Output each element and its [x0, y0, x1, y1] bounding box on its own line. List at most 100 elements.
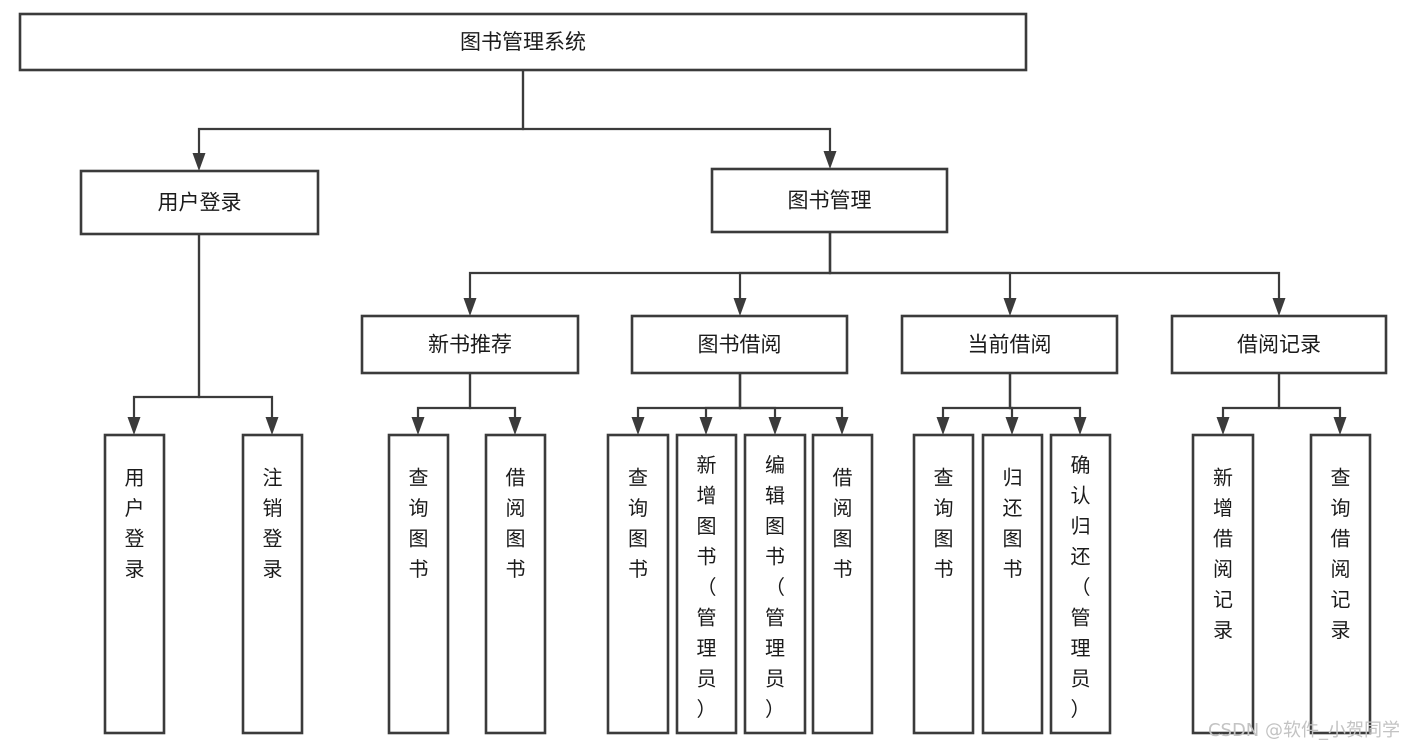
connector-line	[704, 373, 742, 417]
node-leaf-logout[interactable]: 注销登录	[241, 433, 304, 735]
node-label: 图书管理系统	[460, 30, 586, 54]
node-new-book-rec[interactable]: 新书推荐	[360, 314, 580, 375]
node-box[interactable]	[606, 433, 670, 735]
node-leaf-query-record[interactable]: 查询借阅记录	[1309, 433, 1372, 735]
node-label: 图书管理	[788, 189, 872, 213]
node-current-borrow[interactable]: 当前借阅	[900, 314, 1119, 375]
arrow-head-icon	[127, 417, 141, 435]
connector-line	[1008, 373, 1082, 417]
connector-e-nbr-borrow	[468, 373, 522, 435]
node-user-login[interactable]: 用户登录	[79, 169, 320, 236]
node-label: 借阅图书	[833, 465, 853, 581]
arrow-head-icon	[1216, 417, 1230, 435]
node-label: 用户登录	[158, 191, 242, 215]
node-box[interactable]	[743, 433, 807, 735]
arrow-head-icon	[463, 298, 477, 316]
arrow-head-icon	[265, 417, 279, 435]
arrow-head-icon	[411, 417, 425, 435]
node-box[interactable]	[241, 433, 304, 735]
node-leaf-edit-book-admin[interactable]: 编辑图书（管理员）	[743, 433, 807, 735]
connector-e-br-add	[1216, 373, 1281, 435]
node-label: 借阅图书	[506, 465, 526, 581]
connector-e-cb-query	[936, 373, 1012, 435]
node-book-manage[interactable]: 图书管理	[710, 167, 949, 234]
node-label: 查询图书	[934, 465, 954, 581]
node-box[interactable]	[675, 433, 738, 735]
node-box[interactable]	[1191, 433, 1255, 735]
arrow-head-icon	[768, 417, 782, 435]
connector-e-bb-query	[631, 373, 742, 435]
connector-line	[197, 70, 525, 153]
watermark-label: CSDN @软件_小贺同学	[1208, 720, 1400, 741]
connector-e-br-query	[1277, 373, 1347, 435]
connector-line	[738, 373, 844, 417]
node-box[interactable]	[387, 433, 450, 735]
node-book-borrow[interactable]: 图书借阅	[630, 314, 849, 375]
node-root[interactable]: 图书管理系统	[18, 12, 1028, 72]
connector-line	[468, 373, 517, 417]
node-label: 当前借阅	[968, 333, 1052, 357]
node-leaf-query-book-rec[interactable]: 查询图书	[387, 433, 450, 735]
connector-line	[468, 232, 832, 298]
node-leaf-query-book-current[interactable]: 查询图书	[912, 433, 975, 735]
node-box[interactable]	[18, 12, 1028, 72]
arrow-head-icon	[1333, 417, 1347, 435]
node-box[interactable]	[981, 433, 1044, 735]
connector-e-bb-borrow	[738, 373, 849, 435]
node-box[interactable]	[912, 433, 975, 735]
connector-e-root-book-manage	[521, 70, 837, 169]
node-leaf-query-book-borrow[interactable]: 查询图书	[606, 433, 670, 735]
connector-line	[1221, 373, 1281, 417]
node-leaf-return-book[interactable]: 归还图书	[981, 433, 1044, 735]
connector-line	[416, 373, 472, 417]
node-label: 新增图书（管理员）	[697, 452, 717, 720]
connector-e-root-user-login	[192, 70, 525, 171]
arrow-head-icon	[1272, 298, 1286, 316]
node-label: 用户登录	[125, 465, 145, 581]
node-label: 新书推荐	[428, 333, 512, 357]
node-label: 借阅记录	[1237, 333, 1321, 357]
connector-e-cb-confirm	[1008, 373, 1087, 435]
connector-line	[636, 373, 742, 417]
connector-e-nbr-query	[411, 373, 472, 435]
node-layer: 图书管理系统用户登录图书管理新书推荐图书借阅当前借阅借阅记录用户登录注销登录查询…	[18, 12, 1388, 735]
node-label: 归还图书	[1003, 465, 1023, 581]
arrow-head-icon	[1003, 298, 1017, 316]
connector-line	[132, 234, 201, 417]
connector-e-bb-edit	[738, 373, 782, 435]
node-box[interactable]	[103, 433, 166, 735]
node-borrow-record[interactable]: 借阅记录	[1170, 314, 1388, 375]
node-leaf-borrow-book-rec[interactable]: 借阅图书	[484, 433, 547, 735]
arrow-head-icon	[823, 151, 837, 169]
node-box[interactable]	[79, 169, 320, 236]
node-box[interactable]	[811, 433, 874, 735]
node-box[interactable]	[1170, 314, 1388, 375]
arrow-head-icon	[192, 153, 206, 171]
connector-line	[738, 373, 777, 417]
node-box[interactable]	[1049, 433, 1112, 735]
node-leaf-confirm-return-admin[interactable]: 确认归还（管理员）	[1049, 433, 1112, 735]
node-leaf-user-login[interactable]: 用户登录	[103, 433, 166, 735]
node-box[interactable]	[1309, 433, 1372, 735]
connector-line	[941, 373, 1012, 417]
node-label: 查询借阅记录	[1331, 465, 1351, 642]
connector-e-ul-leaf-logout	[197, 234, 279, 435]
arrow-head-icon	[835, 417, 849, 435]
connector-e-bb-add	[699, 373, 742, 435]
connector-line	[1277, 373, 1342, 417]
node-box[interactable]	[360, 314, 580, 375]
node-leaf-borrow-book[interactable]: 借阅图书	[811, 433, 874, 735]
node-leaf-add-record[interactable]: 新增借阅记录	[1191, 433, 1255, 735]
node-box[interactable]	[900, 314, 1119, 375]
connector-line	[521, 70, 832, 151]
node-box[interactable]	[484, 433, 547, 735]
node-box[interactable]	[630, 314, 849, 375]
node-label: 查询图书	[409, 465, 429, 581]
node-leaf-add-book-admin[interactable]: 新增图书（管理员）	[675, 433, 738, 735]
connector-e-cb-return	[1005, 373, 1019, 435]
node-label: 确认归还（管理员）	[1071, 452, 1091, 720]
connector-line	[828, 232, 1281, 298]
node-box[interactable]	[710, 167, 949, 234]
arrow-head-icon	[631, 417, 645, 435]
